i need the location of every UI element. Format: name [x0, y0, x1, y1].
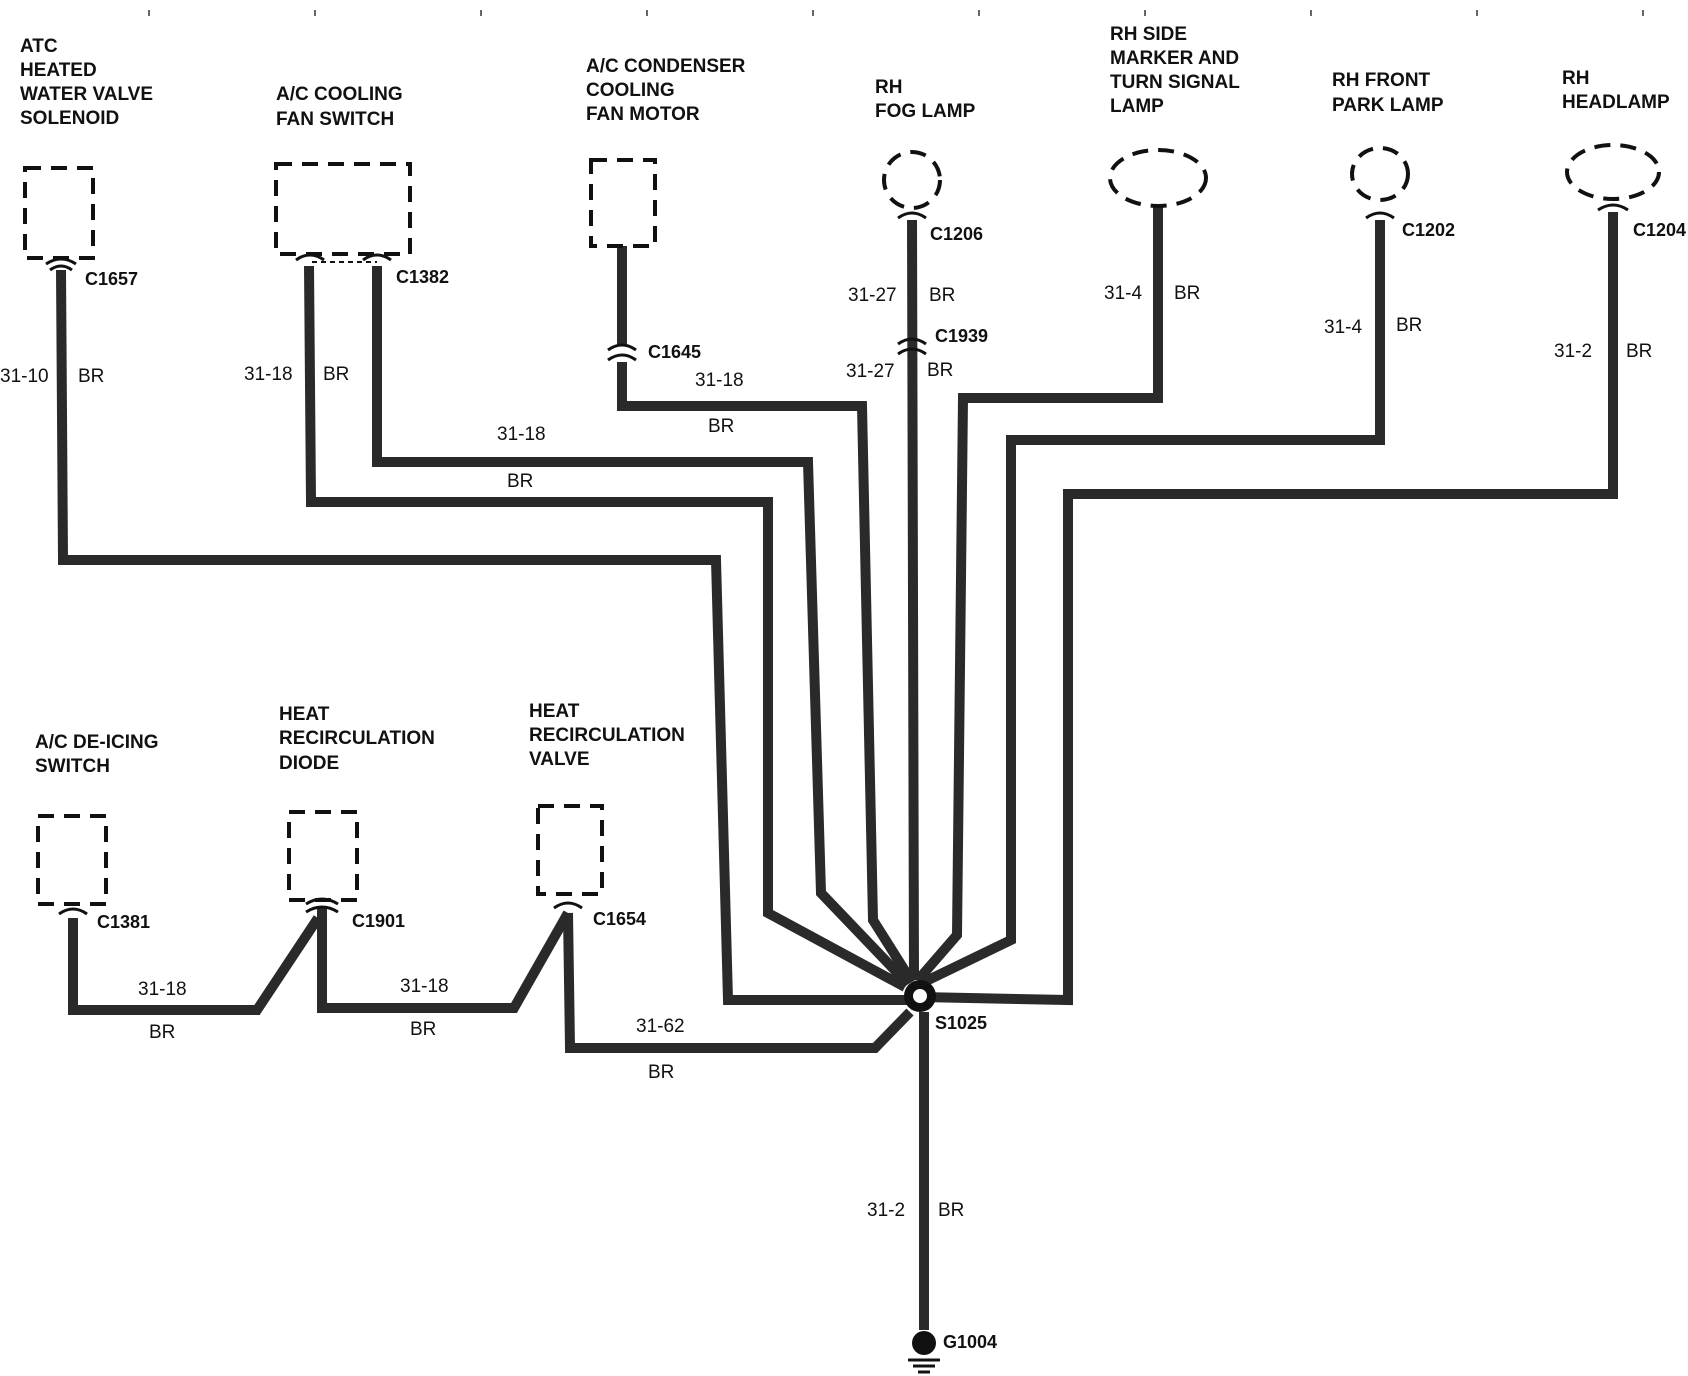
wire-fan-switch-b-circuit: 31-18: [497, 424, 546, 445]
wire-condenser-color: BR: [708, 416, 734, 437]
wire-diode-circuit: 31-18: [400, 976, 449, 997]
c1382-symbol-a: [295, 253, 325, 262]
diode-outline: [287, 810, 359, 902]
marker-lamp-outline: [1108, 148, 1208, 208]
wire-ground-circuit: 31-2: [867, 1200, 905, 1221]
wire-deice-circuit: 31-18: [138, 979, 187, 1000]
condenser-outline: [589, 158, 657, 248]
wire-marker-circuit: 31-4: [1104, 283, 1142, 304]
fan-switch-label: A/C COOLING FAN SWITCH: [276, 84, 408, 130]
wire-fan-switch-a-color: BR: [323, 364, 349, 385]
park-lamp-label: RH FRONT PARK LAMP: [1332, 70, 1444, 116]
component-outlines: [23, 143, 1661, 906]
c1382-symbol-b: [362, 253, 392, 262]
wire-valve: [563, 912, 914, 1053]
connector-c1939: C1939: [935, 326, 988, 346]
wires: [56, 206, 1618, 1330]
wire-headlamp-color: BR: [1626, 341, 1652, 362]
wire-condenser-circuit: 31-18: [695, 370, 744, 391]
connector-c1901: C1901: [352, 911, 405, 931]
ground-g1004-symbol: [908, 1331, 940, 1374]
fan-switch-outline: [274, 162, 412, 256]
park-lamp-outline: [1350, 146, 1410, 202]
wire-deice-color: BR: [149, 1022, 175, 1043]
connector-c1206: C1206: [930, 224, 983, 244]
atc-valve-label: ATC HEATED WATER VALVE SOLENOID: [20, 36, 158, 129]
deice-switch-outline: [36, 814, 108, 906]
wire-atc: [56, 269, 910, 1005]
wire-park-circuit: 31-4: [1324, 317, 1362, 338]
wire-valve-color: BR: [648, 1062, 674, 1083]
connector-c1202: C1202: [1402, 220, 1455, 240]
c1204-symbol: [1597, 203, 1629, 212]
wire-ground-color: BR: [938, 1200, 964, 1221]
c1657-symbol: [45, 257, 77, 272]
splice-s1025-center: [913, 989, 927, 1003]
c1901-symbol: [305, 897, 339, 914]
wire-condenser-lower: [617, 362, 917, 985]
c1939-symbol: [897, 337, 927, 356]
headlamp-outline: [1565, 143, 1661, 201]
wire-fan-switch-b: [372, 266, 912, 988]
fog-lamp-outline: [882, 150, 942, 210]
heat-valve-outline: [536, 804, 604, 896]
wire-diode: [317, 908, 573, 1013]
top-tick-marks: [148, 10, 1644, 16]
connector-c1382: C1382: [396, 267, 449, 287]
wire-atc-circuit: 31-10: [0, 366, 49, 387]
atc-valve-outline: [23, 166, 95, 260]
wire-valve-circuit: 31-62: [636, 1016, 685, 1037]
diode-label: HEAT RECIRCULATION DIODE: [279, 704, 440, 774]
ground-g1004: G1004: [943, 1332, 997, 1352]
connector-c1645: C1645: [648, 342, 701, 362]
wire-headlamp-circuit: 31-2: [1554, 341, 1592, 362]
connector-c1381: C1381: [97, 912, 150, 932]
connector-c1657: C1657: [85, 269, 138, 289]
wire-fan-switch-b-color: BR: [507, 471, 533, 492]
wire-atc-color: BR: [78, 366, 104, 387]
deice-switch-label: A/C DE-ICING SWITCH: [35, 732, 164, 777]
splice-s1025: S1025: [935, 1013, 987, 1033]
wire-marker-color: BR: [1174, 283, 1200, 304]
heat-valve-label: HEAT RECIRCULATION VALVE: [529, 701, 690, 770]
connector-symbols: [45, 203, 1629, 916]
marker-lamp-label: RH SIDE MARKER AND TURN SIGNAL LAMP: [1110, 24, 1245, 117]
c1645-symbol: [607, 343, 637, 362]
wire-diode-color: BR: [410, 1019, 436, 1040]
condenser-label: A/C CONDENSER COOLING FAN MOTOR: [586, 56, 751, 125]
headlamp-label: RH HEADLAMP: [1562, 68, 1670, 113]
c1202-symbol: [1365, 211, 1395, 220]
wire-fog-upper-color: BR: [929, 285, 955, 306]
c1206-symbol: [897, 211, 927, 220]
wire-fog: [907, 219, 919, 981]
wire-park-color: BR: [1396, 315, 1422, 336]
c1654-symbol: [553, 901, 583, 910]
wire-fan-switch-a-circuit: 31-18: [244, 364, 293, 385]
wire-deice: [68, 915, 323, 1015]
fog-lamp-label: RH FOG LAMP: [875, 77, 976, 122]
c1381-symbol: [58, 907, 88, 916]
wire-headlamp: [919, 212, 1618, 1006]
wire-fog-lower-circuit: 31-27: [846, 361, 895, 382]
wire-marker: [914, 206, 1163, 984]
wire-fan-switch-a: [304, 265, 908, 992]
wire-park: [917, 220, 1385, 989]
wire-fog-lower-color: BR: [927, 360, 953, 381]
wire-fog-upper-circuit: 31-27: [848, 285, 897, 306]
connector-c1654: C1654: [593, 909, 646, 929]
connector-c1204: C1204: [1633, 220, 1686, 240]
